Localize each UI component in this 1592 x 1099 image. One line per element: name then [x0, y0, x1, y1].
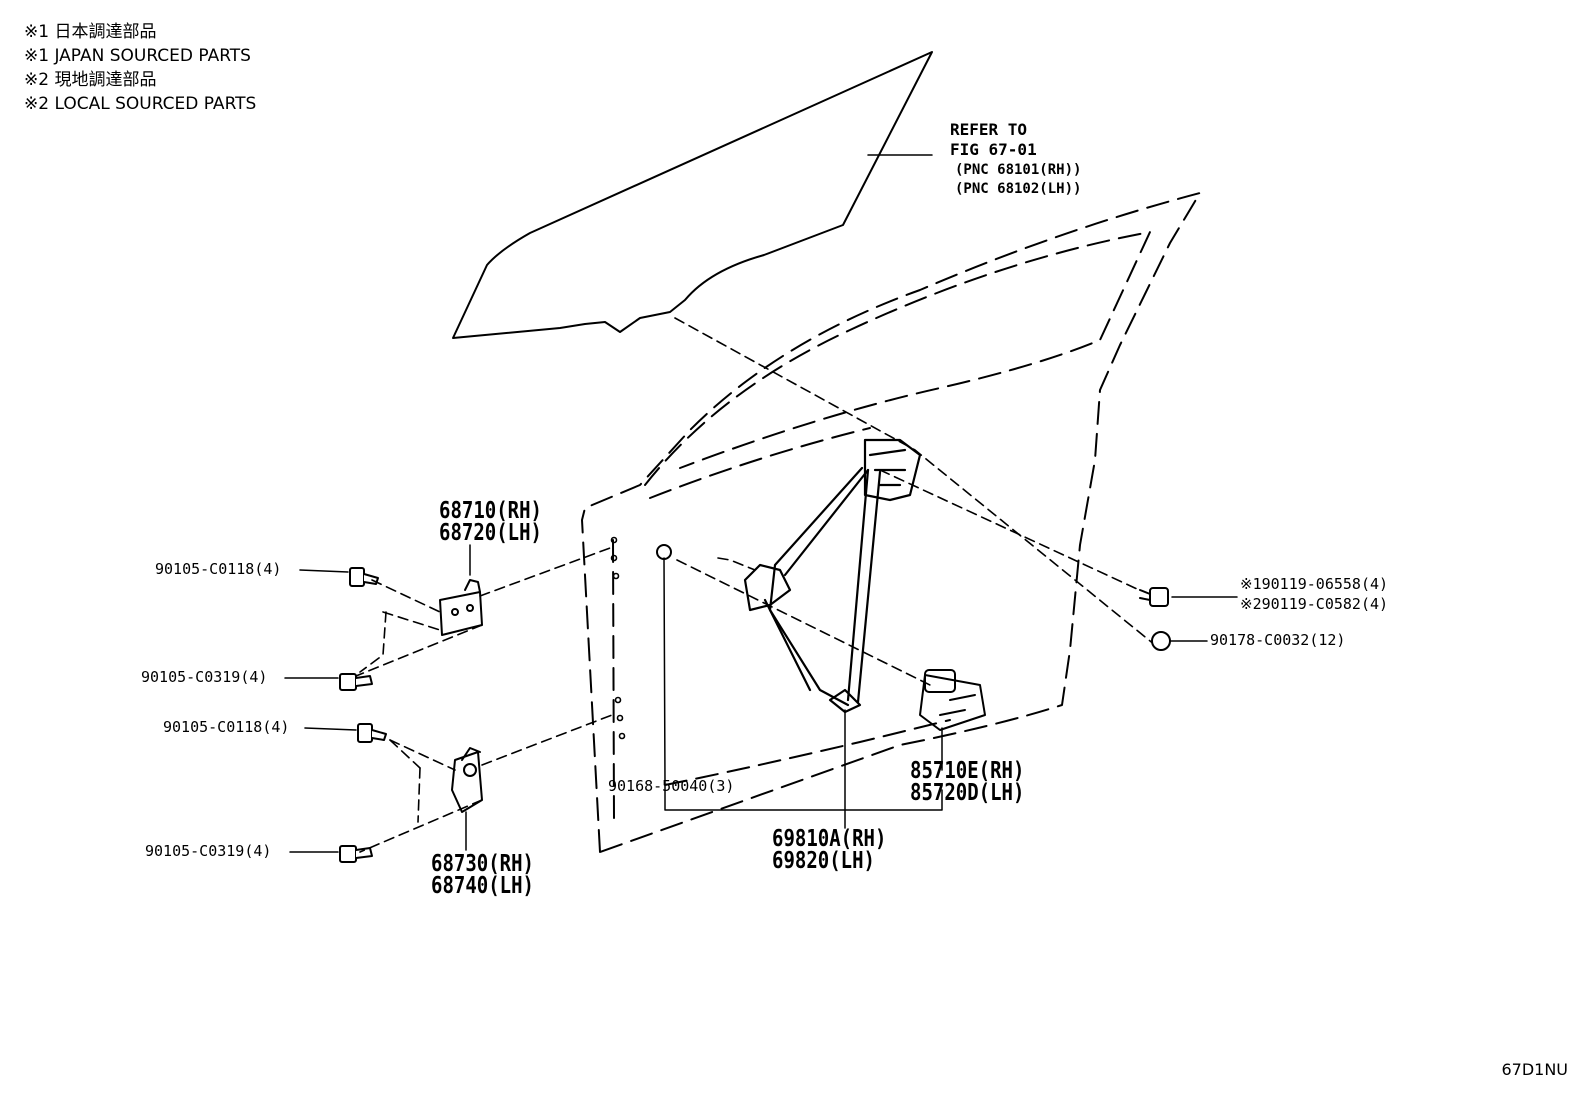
legend-line-1: ※1 日本調達部品 — [24, 22, 157, 42]
legend-line-3: ※2 現地調達部品 — [24, 70, 157, 90]
part-label-68720: 68720(LH) — [439, 519, 542, 546]
part-label-85720d: 85720D(LH) — [910, 779, 1025, 806]
door-panel-outline — [581, 192, 1201, 853]
part-label-68710: 68710(RH) — [439, 497, 542, 524]
window-regulator — [743, 438, 922, 714]
fasteners — [339, 544, 1171, 863]
refer-fig-label: FIG 67-01 — [950, 140, 1037, 159]
part-label-90105-c0319-lower: 90105-C0319(4) — [145, 842, 272, 860]
refer-pnc-rh: (PNC 68101(RH)) — [955, 162, 1082, 178]
upper-door-hinge — [439, 579, 483, 636]
leader-lines — [284, 154, 1238, 853]
part-label-85710e: 85710E(RH) — [910, 757, 1025, 784]
part-label-69820: 69820(LH) — [772, 847, 875, 874]
part-label-69810a: 69810A(RH) — [772, 825, 887, 852]
regulator-motor — [919, 669, 986, 731]
part-label-90119-06558: ※190119-06558(4) — [1240, 575, 1389, 593]
regulator-to-bolt-line — [879, 469, 1151, 596]
door-lower-inner — [664, 719, 951, 786]
screw-to-motor-line — [676, 559, 931, 686]
sourcing-legend: ※1 日本調達部品 ※1 JAPAN SOURCED PARTS ※2 現地調達… — [24, 20, 256, 116]
part-label-68730: 68730(RH) — [431, 850, 534, 877]
bracket-dashed — [717, 557, 756, 571]
part-label-90105-c0319-upper: 90105-C0319(4) — [141, 668, 268, 686]
lower-door-hinge — [451, 747, 483, 813]
door-front-edge — [612, 539, 615, 821]
door-frame-inner — [644, 231, 1151, 486]
door-beltline — [649, 427, 871, 499]
hinge-dashed-lines — [355, 547, 613, 853]
part-label-90178-c0032: 90178-C0032(12) — [1210, 631, 1346, 649]
refer-to-label: REFER TO — [950, 120, 1028, 139]
part-label-90168-50040: 90168-50040(3) — [608, 777, 735, 795]
legend-line-4: ※2 LOCAL SOURCED PARTS — [24, 94, 257, 114]
refer-pnc-lh: (PNC 68102(LH)) — [955, 181, 1082, 197]
part-label-90105-c0118-upper: 90105-C0118(4) — [155, 560, 282, 578]
part-label-90105-c0118-lower: 90105-C0118(4) — [163, 718, 290, 736]
door-glass — [452, 51, 933, 339]
part-label-68740: 68740(LH) — [431, 872, 534, 899]
door-mounting-holes — [610, 536, 626, 740]
legend-line-2: ※1 JAPAN SOURCED PARTS — [24, 46, 251, 66]
figure-code: 67D1NU — [1501, 1060, 1568, 1079]
part-label-90119-c0582: ※290119-C0582(4) — [1240, 595, 1389, 613]
